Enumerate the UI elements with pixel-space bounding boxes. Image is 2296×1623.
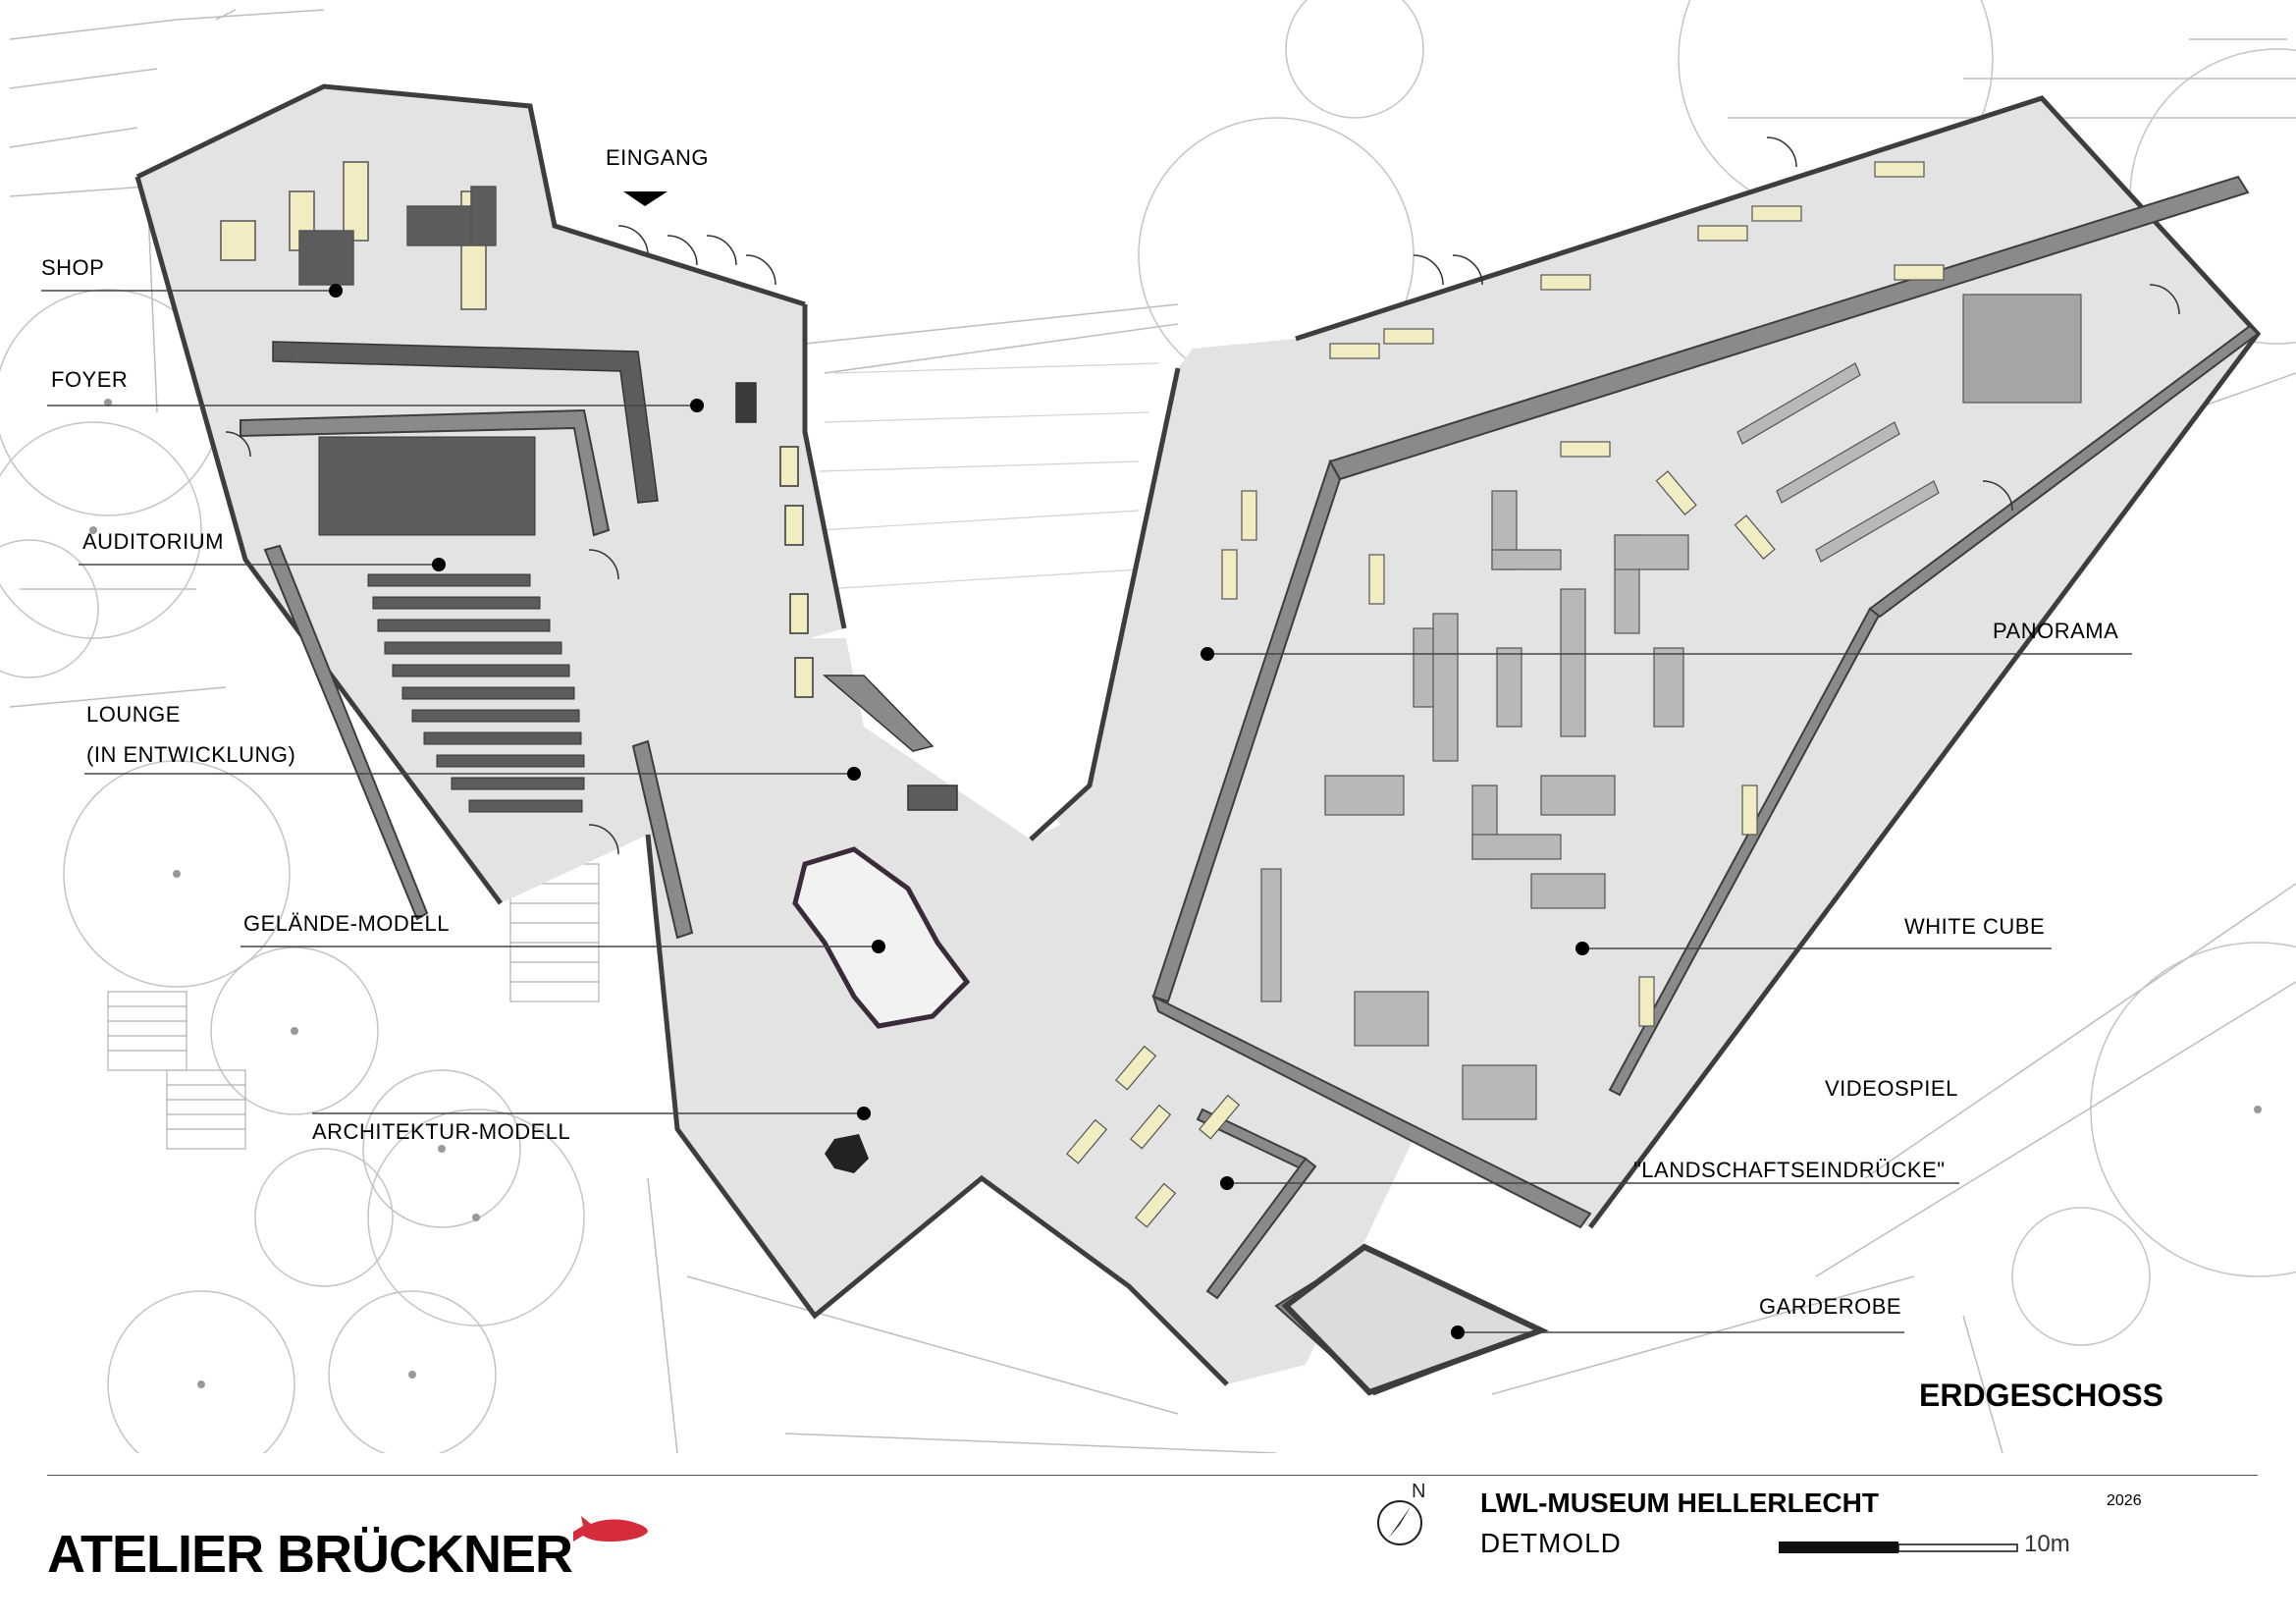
floor-slab [137,86,2258,1384]
label-auditorium: AUDITORIUM [82,529,224,554]
label-white-cube: WHITE CUBE [1904,914,2046,939]
gallery-furniture-light [1066,161,1945,1228]
shop-furniture [220,161,497,310]
doors [225,136,2180,855]
label-eingang: EINGANG [606,145,709,170]
entrance-arrow-icon [623,191,667,206]
footer-divider [47,1475,2258,1476]
auditorium-seating [318,436,585,813]
lounge-furniture [822,675,958,811]
garderobe-room [1281,1243,1549,1396]
year: 2026 [2107,1492,2142,1509]
trees [0,0,2296,1453]
leader-dots [329,284,1589,1339]
scale-label: 10m [2024,1531,2070,1557]
red-fish-logo-icon [573,1516,648,1542]
floor-title: ERDGESCHOSS [1919,1378,2163,1413]
label-videospiel: VIDEOSPIEL [1825,1076,1958,1101]
label-lounge: LOUNGE [86,702,181,727]
label-garderobe: GARDEROBE [1759,1294,1902,1319]
label-videospiel-sub: "LANDSCHAFTSEINDRÜCKE" [1633,1158,1946,1182]
leader-lines [41,290,2132,1333]
scale-bar [1779,1542,2018,1553]
tree-dots [89,399,2262,1388]
foyer-furniture [272,341,814,698]
gallery-furniture-dark [1260,294,2082,1120]
label-gelaende-modell: GELÄNDE-MODELL [243,911,450,936]
city-name: DETMOLD [1480,1528,1622,1558]
label-architektur-modell: ARCHITEKTUR-MODELL [312,1119,571,1144]
site-context [9,9,2296,1453]
stairs-outdoor [107,863,600,1150]
label-lounge-sub: (IN ENTWICKLUNG) [86,742,296,767]
compass-letter: N [1412,1481,1425,1502]
partition-walls [240,175,2260,1396]
gelaende-model [792,846,971,1029]
floor-plan [0,0,2296,1453]
floor-lounge-notch [810,628,1060,839]
label-foyer: FOYER [51,367,129,392]
north-compass-icon: N [1377,1481,1425,1545]
courtyard-lines [819,362,1159,590]
architektur-model [825,1134,869,1173]
museum-name: LWL-MUSEUM HELLERLECHT [1480,1488,1879,1518]
brand-name: ATELIER BRÜCKNER [47,1525,573,1584]
label-shop: SHOP [41,255,105,280]
label-panorama: PANORAMA [1993,619,2119,643]
